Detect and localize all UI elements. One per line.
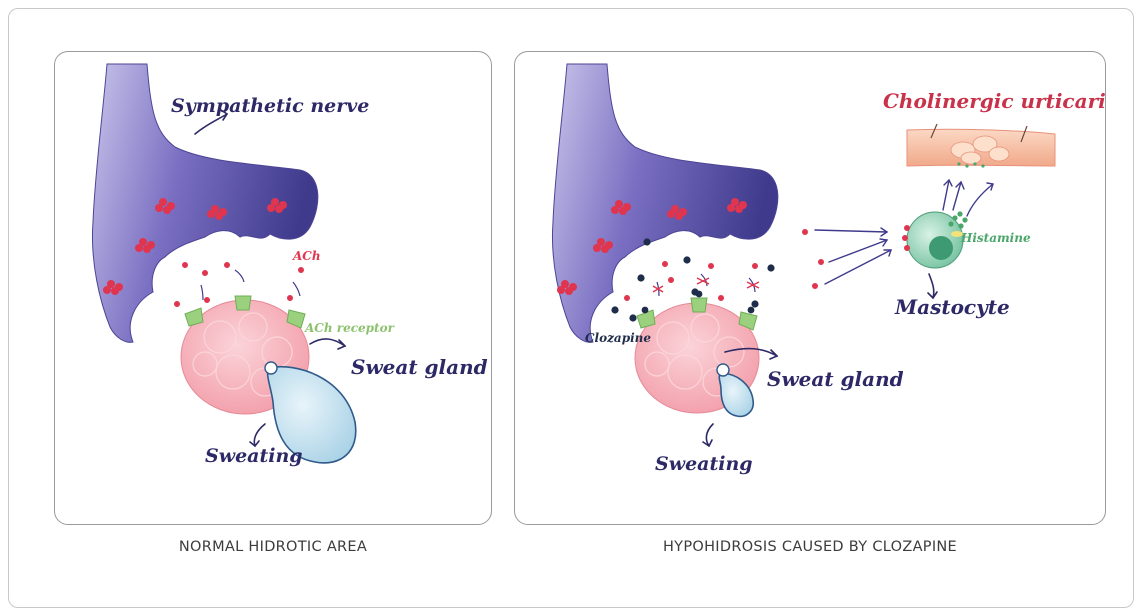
clozapine-label: Clozapine — [585, 331, 651, 345]
histamine-label: Histamine — [960, 231, 1031, 245]
hypohidrosis-illustration: Cholinergic urticaria Histamine Mastocyt… — [515, 52, 1106, 525]
mastocyte-label: Mastocyte — [894, 295, 1010, 319]
ach-receptor-label: ACh receptor — [304, 321, 396, 335]
hypohidrosis-panel: Cholinergic urticaria Histamine Mastocyt… — [514, 51, 1106, 525]
sweat-gland-label: Sweat gland — [351, 355, 488, 379]
sweating-label: Sweating — [205, 445, 303, 467]
sweating-label: Sweating — [655, 453, 753, 475]
normal-hidrotic-panel: Sympathetic nerve ACh ACh receptor Sweat… — [54, 51, 492, 525]
cholinergic-urticaria-label: Cholinergic urticaria — [883, 89, 1106, 113]
gland-duct-opening — [265, 362, 277, 374]
ach-label: ACh — [292, 249, 321, 263]
sympathetic-nerve-label: Sympathetic nerve — [171, 95, 369, 117]
normal-hidrotic-caption: NORMAL HIDROTIC AREA — [54, 539, 492, 555]
sweat-gland-label: Sweat gland — [767, 367, 904, 391]
gland-duct-opening — [717, 364, 729, 376]
histamine-release-arrows — [943, 180, 993, 216]
hypohidrosis-caption: HYPOHIDROSIS CAUSED BY CLOZAPINE — [514, 539, 1106, 555]
normal-hidrotic-illustration: Sympathetic nerve ACh ACh receptor Sweat… — [55, 52, 492, 525]
ach-to-mastocyte-arrows — [815, 228, 891, 284]
mastocyte-nucleus — [929, 236, 953, 260]
